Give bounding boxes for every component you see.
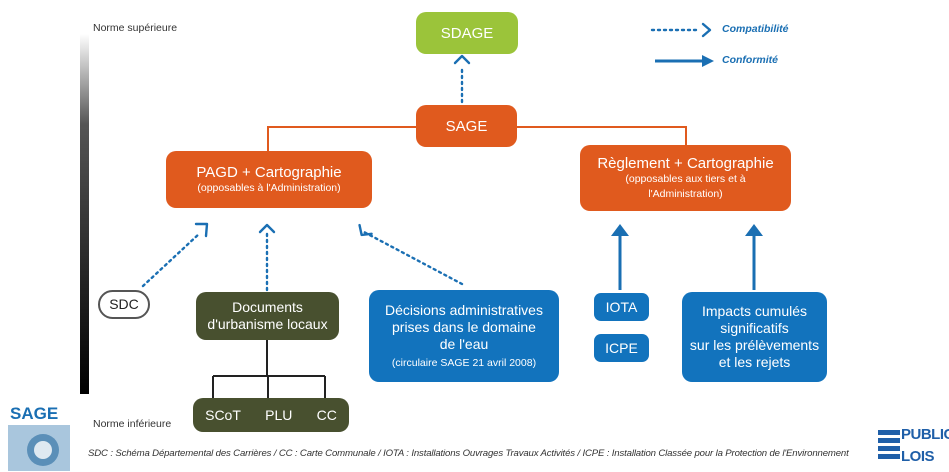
pagd-box: PAGD + Cartographie (opposables à l'Admi…	[166, 151, 372, 208]
decisions-box: Décisions administratives prises dans le…	[369, 290, 559, 382]
publi-logo-text: PUBLIC	[901, 426, 949, 443]
compatibility-arrowheads	[194, 22, 712, 238]
footnote-text: SDC : Schéma Départemental des Carrières…	[88, 448, 849, 459]
reglement-title: Règlement + Cartographie	[597, 154, 774, 172]
urbanism-item-cc: CC	[316, 406, 337, 423]
reglement-box: Règlement + Cartographie (opposables aux…	[580, 145, 791, 211]
compatibility-arrows	[141, 28, 702, 292]
iota-label: IOTA	[605, 298, 638, 315]
sdage-box: SDAGE	[416, 12, 518, 54]
legend-conformity-label: Conformité	[722, 54, 778, 66]
scale-bottom-label: Norme inférieure	[93, 418, 172, 430]
urbanism-documents-box: Documents d'urbanisme locaux	[196, 292, 339, 340]
sdc-box: SDC	[98, 290, 150, 319]
decisions-note: (circulaire SAGE 21 avril 2008)	[391, 356, 537, 369]
reglement-subtitle-1: (opposables aux tiers et à	[625, 172, 746, 185]
sage-logo-text: SAGE	[10, 404, 59, 423]
decisions-line-3: de l'eau	[439, 335, 489, 352]
sdage-label: SDAGE	[440, 24, 494, 42]
publi-logo-graphic	[878, 430, 900, 459]
reglement-subtitle-2: l'Administration)	[648, 187, 723, 200]
publi-logo-text-2: LOIS	[901, 448, 935, 465]
impacts-line-3: sur les prélèvements	[689, 337, 820, 353]
sdc-label: SDC	[109, 296, 139, 312]
conformity-arrows	[611, 55, 763, 290]
hierarchy-scale-bar	[80, 34, 89, 394]
pagd-title: PAGD + Cartographie	[196, 163, 342, 181]
impacts-line-4: et les rejets	[718, 354, 791, 370]
impacts-line-1: Impacts cumulés	[701, 303, 808, 319]
urbanism-item-plu: PLU	[265, 406, 293, 423]
sage-logo-graphic	[8, 425, 70, 471]
sage-label: SAGE	[445, 117, 488, 135]
scale-top-label: Norme supérieure	[93, 22, 178, 34]
decisions-line-1: Décisions administratives	[385, 301, 543, 318]
urbanism-documents-line-2: d'urbanisme locaux	[207, 316, 328, 332]
decisions-line-2: prises dans le domaine	[392, 318, 536, 335]
urbanism-item-scot: SCoT	[205, 406, 241, 423]
sage-box: SAGE	[416, 105, 517, 147]
iota-box: IOTA	[594, 293, 649, 321]
impacts-line-2: significatifs	[720, 320, 789, 336]
icpe-label: ICPE	[605, 339, 638, 356]
pagd-subtitle: (opposables à l'Administration)	[197, 181, 341, 194]
urbanism-documents-line-1: Documents	[232, 299, 303, 315]
impacts-box: Impacts cumulés significatifs sur les pr…	[682, 292, 827, 382]
urbanism-items-box: SCoT PLU CC	[193, 398, 349, 432]
urbanism-tree-lines	[212, 340, 326, 398]
legend-compatibility-label: Compatibilité	[722, 23, 789, 35]
icpe-box: ICPE	[594, 334, 649, 362]
